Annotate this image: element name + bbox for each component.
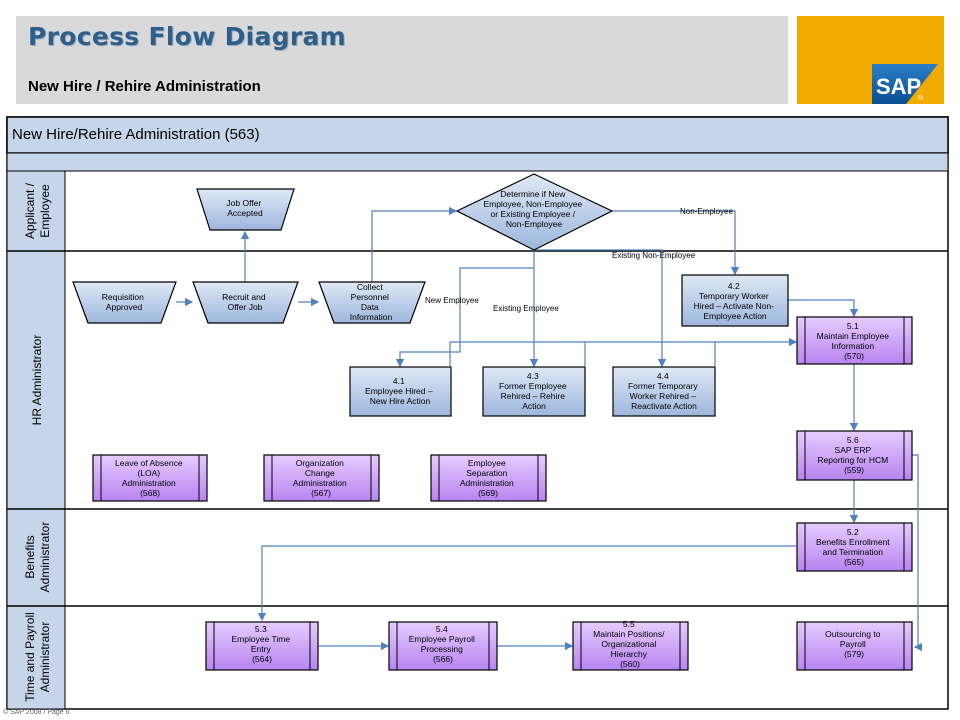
node-recruit-offer-job: Recruit and Offer Job <box>192 281 299 324</box>
header-bar: Process Flow Diagram New Hire / Rehire A… <box>16 16 788 104</box>
sap-logo-text: SAP <box>876 74 921 99</box>
node-job-offer-accepted: Job Offer Accepted <box>196 188 295 231</box>
label-existing-employee: Existing Employee <box>493 304 559 313</box>
node-5-4-employee-payroll-processing: 5.4 Employee Payroll Processing (566) <box>388 621 498 671</box>
svg-text:Organization Change: Organization Change Administration (567) <box>293 458 349 498</box>
svg-text:Leave of Absence (LOA): Leave of Absence (LOA) Administration (5… <box>115 458 185 498</box>
svg-text:Administrator: Administrator <box>38 622 52 693</box>
svg-text:Applicant /: Applicant / <box>23 182 37 239</box>
svg-text:Determine if New Employe: Determine if New Employee, Non-Employee … <box>483 189 584 229</box>
sap-logo-registered: ® <box>918 94 924 102</box>
footer-copyright: © SAP 2008 / Page 6 <box>3 709 70 716</box>
node-5-1-maintain-employee-info: 5.1 Maintain Employee Information (570) <box>796 316 913 365</box>
node-loa-administration: Leave of Absence (LOA) Administration (5… <box>92 454 208 502</box>
node-requisition-approved: Requisition Approved <box>72 281 177 324</box>
lane-label-applicant: Applicant / Employee <box>23 182 52 239</box>
svg-text:Time and Payroll: Time and Payroll <box>23 612 37 702</box>
label-new-employee: New Employee <box>425 296 479 305</box>
label-non-employee: Non-Employee <box>680 207 733 216</box>
svg-text:Outsourcing to Payroll: Outsourcing to Payroll (579) <box>825 629 883 659</box>
svg-text:Benefits: Benefits <box>23 535 37 578</box>
svg-text:5.6 SAP ERP Report: 5.6 SAP ERP Reporting for HCM (559) <box>817 435 890 475</box>
svg-text:4.2 Temporary Worker: 4.2 Temporary Worker Hired – Activate No… <box>694 281 777 321</box>
label-existing-non-employee: Existing Non-Employee <box>612 251 696 260</box>
svg-text:5.5 Maintain Positions/: 5.5 Maintain Positions/ Organizational H… <box>593 619 667 669</box>
svg-text:Recruit and Offer Job: Recruit and Offer Job <box>222 292 268 312</box>
logo-panel: SAP ® <box>797 16 944 104</box>
svg-text:Employee Separation: Employee Separation Administration (569) <box>460 458 516 498</box>
svg-text:5.3 Employee Time: 5.3 Employee Time Entry (564) <box>232 624 293 664</box>
node-decision-employee-type: Determine if New Employee, Non-Employee … <box>455 173 614 251</box>
lane-label-benefits: Benefits Administrator <box>23 522 52 593</box>
node-4-1-employee-hired: 4.1 Employee Hired – New Hire Action <box>349 366 452 417</box>
svg-text:Administrator: Administrator <box>38 522 52 593</box>
sap-logo-icon: SAP ® <box>872 64 938 104</box>
node-5-5-maintain-positions: 5.5 Maintain Positions/ Organizational H… <box>572 619 689 671</box>
svg-text:4.4 Former Temporary: 4.4 Former Temporary Worker Rehired – Re… <box>628 371 700 411</box>
diagram-title: New Hire/Rehire Administration (563) <box>12 126 260 143</box>
page-subtitle: New Hire / Rehire Administration <box>28 78 261 95</box>
flow-connectors <box>176 206 923 652</box>
svg-text:Job Offer Accepted: Job Offer Accepted <box>226 198 263 218</box>
node-employee-separation: Employee Separation Administration (569) <box>430 454 547 502</box>
svg-text:Employee: Employee <box>38 184 52 238</box>
lane-label-time-payroll: Time and Payroll Administrator <box>23 612 52 702</box>
node-outsourcing-to-payroll: Outsourcing to Payroll (579) <box>796 621 913 671</box>
svg-text:HR Administrator: HR Administrator <box>30 335 44 426</box>
node-5-6-sap-erp-reporting: 5.6 SAP ERP Reporting for HCM (559) <box>796 430 913 481</box>
node-4-2-temporary-worker: 4.2 Temporary Worker Hired – Activate No… <box>681 274 789 327</box>
node-organization-change: Organization Change Administration (567) <box>263 454 380 502</box>
node-collect-personnel-data: Collect Personnel Data Information <box>318 281 426 324</box>
lane-label-hr-admin: HR Administrator <box>30 335 44 426</box>
svg-text:4.3 Former Employee: 4.3 Former Employee Rehired – Rehire Act… <box>499 371 569 411</box>
svg-text:4.1 Employee Hired –: 4.1 Employee Hired – New Hire Action <box>365 376 435 406</box>
svg-text:Collect Personnel: Collect Personnel Data Information <box>350 282 393 322</box>
diagram-subheader-bar <box>6 152 949 172</box>
node-4-4-former-temporary-rehired: 4.4 Former Temporary Worker Rehired – Re… <box>612 366 716 417</box>
node-5-2-benefits-enrollment: 5.2 Benefits Enrollment and Termination … <box>796 522 913 572</box>
diagram-title-bar <box>6 116 949 154</box>
svg-text:5.2 Benefits Enrollment: 5.2 Benefits Enrollment and Termination … <box>816 527 892 567</box>
process-flow-diagram: New Hire/Rehire Administration (563) App… <box>6 116 949 710</box>
node-4-3-former-employee-rehired: 4.3 Former Employee Rehired – Rehire Act… <box>482 366 586 417</box>
page-title: Process Flow Diagram <box>28 22 347 51</box>
svg-text:5.4 Employee Payroll: 5.4 Employee Payroll Processing (566) <box>409 624 478 664</box>
svg-text:5.1 Maintain Employee: 5.1 Maintain Employee Information (570) <box>817 321 892 361</box>
node-5-3-employee-time-entry: 5.3 Employee Time Entry (564) <box>205 621 319 671</box>
lane-header-column <box>6 170 66 710</box>
svg-text:Requisition Approved: Requisition Approved <box>102 292 146 312</box>
